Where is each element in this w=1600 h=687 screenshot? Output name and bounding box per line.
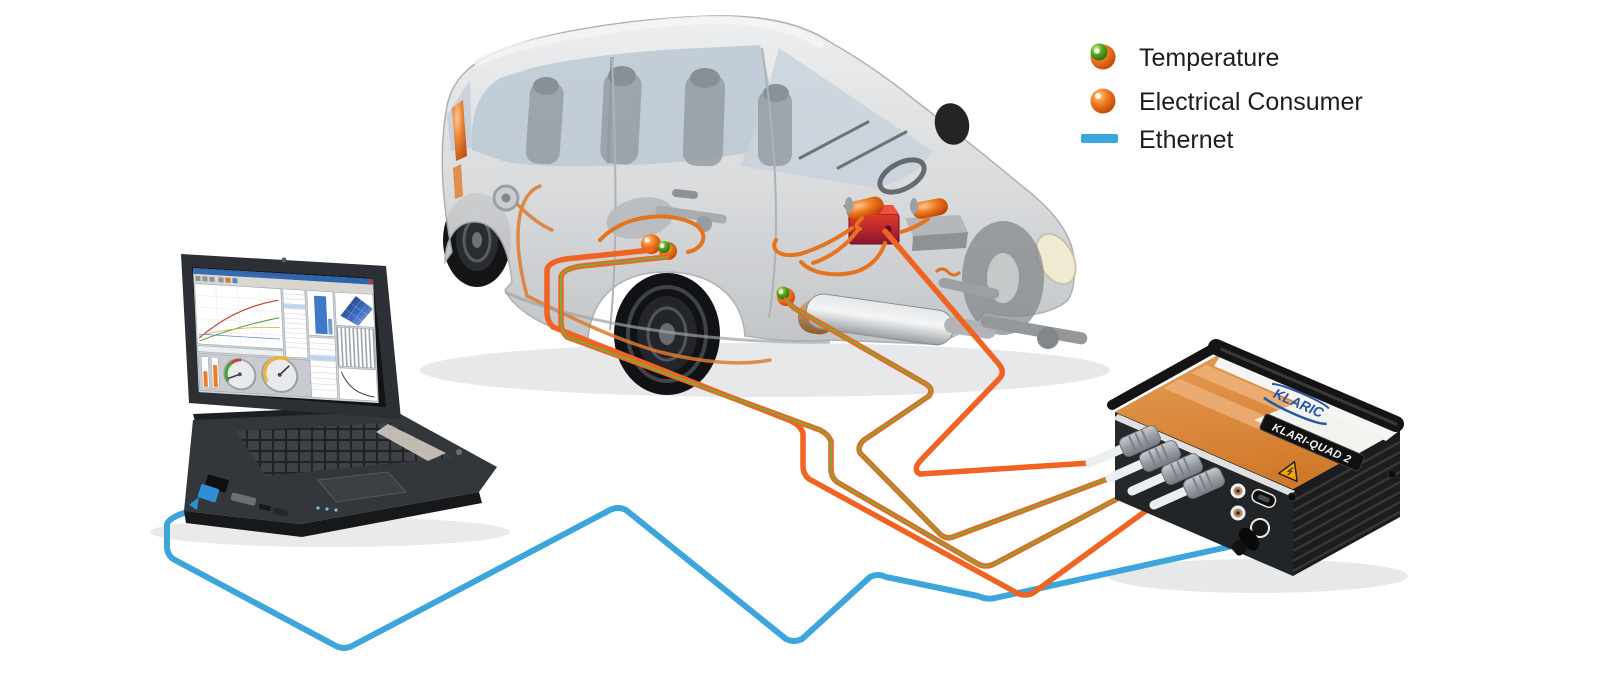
- door-handle: [672, 189, 698, 199]
- rocker-line: [504, 290, 831, 344]
- temperature-marker-icon: [1090, 43, 1116, 70]
- device-top-rim-highlight: [1214, 345, 1398, 426]
- bar-chart-panel: [306, 290, 336, 337]
- spectrum-panel: [336, 326, 377, 369]
- screw: [1287, 492, 1297, 502]
- battery: [905, 215, 968, 236]
- label-logo-band: [1254, 401, 1386, 460]
- power-button: [456, 449, 462, 455]
- ethernet-plug: [189, 484, 220, 510]
- device-rib-lines: [1293, 440, 1400, 573]
- label-top-band: [1214, 353, 1400, 441]
- cv-joint: [696, 216, 712, 232]
- legend: Temperature Electrical Consumer Ethernet: [1081, 43, 1363, 154]
- cables: [164, 228, 1231, 651]
- status-leds: [316, 506, 338, 512]
- legend-item-temperature: Temperature: [1090, 43, 1279, 72]
- legend-label-ethernet: Ethernet: [1139, 126, 1234, 154]
- warning-icon: [1277, 460, 1298, 483]
- data-table-panel: [282, 288, 309, 359]
- webcam: [281, 257, 287, 263]
- sensor-cable-consumer-door: [544, 247, 1157, 598]
- logo-swoosh-top: [1271, 382, 1330, 410]
- car-door-seam-front: [761, 47, 778, 319]
- screw: [1387, 469, 1397, 479]
- rear-axle: [980, 315, 1088, 345]
- device-front-ports: [1230, 469, 1397, 556]
- electrical-consumer-units: [845, 196, 948, 220]
- touchpad: [317, 471, 407, 503]
- label-stripe-2: [1163, 379, 1275, 429]
- ethernet-device-plug: [1231, 527, 1260, 556]
- toolbar: [193, 273, 374, 294]
- titlebar: [193, 268, 374, 285]
- sensor-cable-temperature-exhaust: [783, 297, 1113, 541]
- differential: [1037, 327, 1059, 349]
- marker-highlight: [1095, 93, 1101, 99]
- ethernet-cable: [164, 495, 1231, 651]
- channel-list-panel: [308, 336, 338, 399]
- rear-indicator-lower: [453, 164, 463, 199]
- timeline-strip: [197, 345, 285, 357]
- sensor-cable-temperature-door: [558, 254, 1135, 569]
- legend-label-electrical-consumer: Electrical Consumer: [1139, 88, 1363, 116]
- coil-spring: [934, 267, 962, 277]
- electrical-consumer-marker-icon: [1090, 88, 1116, 114]
- side-mirror: [934, 103, 970, 145]
- line-chart-panel: [194, 283, 284, 350]
- car-door-seam: [609, 57, 617, 331]
- measurement-software-ui: [193, 268, 379, 404]
- rear-indicator: [452, 100, 467, 161]
- laptop-front-edge: [184, 492, 482, 537]
- battery-front: [912, 232, 968, 251]
- connector-plug-2: [1139, 440, 1181, 472]
- connector-plug-3: [1161, 453, 1203, 485]
- connector-plug-4: [1183, 467, 1225, 499]
- laptop-illustration: [181, 254, 497, 537]
- ethernet-socket: [1250, 518, 1270, 538]
- sensor-cable-consumer-fusebox: [882, 228, 1093, 477]
- connector-plug-1: [1119, 425, 1161, 457]
- steering-wheel: [877, 157, 927, 195]
- gauges-panel: [197, 353, 312, 398]
- windshield-wipers: [798, 120, 908, 170]
- steering-rack: [938, 277, 1000, 299]
- fuel-cap-center: [501, 193, 511, 203]
- usb-port: [1251, 488, 1277, 509]
- measurement-device: KLARIC KLARI-QUAD 2: [1085, 339, 1404, 576]
- label-stripe-1: [1191, 365, 1301, 414]
- car-illustration: [441, 15, 1088, 395]
- legend-item-electrical-consumer: Electrical Consumer: [1090, 88, 1363, 116]
- logo-swoosh-bottom: [1263, 396, 1327, 426]
- legend-label-temperature: Temperature: [1139, 44, 1279, 72]
- engine-harness: [598, 214, 930, 277]
- ethernet-marker-icon: [1081, 134, 1118, 143]
- car-interior: [525, 66, 927, 195]
- car-roof-highlight: [474, 15, 824, 66]
- device-input-connectors: [1085, 425, 1225, 510]
- car-front-wheel: [614, 273, 720, 395]
- surface-plot-panel: [334, 291, 375, 328]
- device-left-rim: [1107, 342, 1221, 410]
- decay-chart-panel: [337, 367, 378, 402]
- keyboard-light-keys: [376, 424, 446, 461]
- legend-item-ethernet: Ethernet: [1081, 126, 1234, 154]
